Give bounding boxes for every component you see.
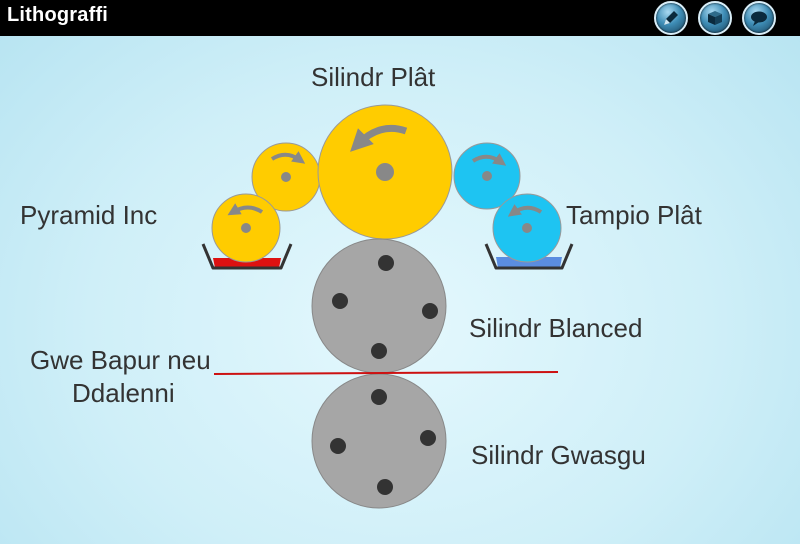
- ink-pyramid-label: Pyramid Inc: [20, 200, 158, 230]
- ink-roller-upper: [251, 142, 321, 212]
- rotation-arrow: [270, 151, 306, 164]
- plate-cylinder-label: Silindr Plât: [311, 62, 436, 92]
- water-tray: [484, 243, 574, 270]
- blanket-cylinder: [311, 238, 447, 374]
- app-title: Lithograffi: [7, 4, 109, 26]
- rotation-arrow: [471, 153, 507, 166]
- rotation-arrow: [350, 124, 408, 152]
- cube-icon: [708, 11, 722, 25]
- plate-cylinder: [317, 104, 453, 240]
- paper-web-label-line1: Gwe Bapur neu: [30, 345, 211, 375]
- title-bar: Lithograffi: [0, 0, 800, 36]
- ink-tray: [201, 243, 293, 270]
- rotation-arrow: [507, 204, 543, 217]
- paper-web-label-line2: Ddalenni: [72, 378, 175, 408]
- ink-roller-lower: [211, 193, 281, 263]
- pencil-button[interactable]: [654, 1, 688, 35]
- impression-cylinder: [311, 373, 447, 509]
- speech-bubble-icon: [751, 11, 767, 26]
- blanket-cylinder-label: Silindr Blanced: [469, 313, 643, 343]
- lithography-diagram: [201, 104, 574, 509]
- speech-button[interactable]: [742, 1, 776, 35]
- rotation-arrow: [227, 203, 264, 216]
- paper-web-line: [213, 371, 559, 375]
- impression-cylinder-label: Silindr Gwasgu: [471, 440, 646, 470]
- pencil-icon: [664, 11, 678, 25]
- damping-roller-lower: [492, 193, 562, 263]
- damping-roller-upper: [453, 142, 521, 210]
- cube-button[interactable]: [698, 1, 732, 35]
- plate-damping-label: Tampio Plât: [566, 200, 702, 230]
